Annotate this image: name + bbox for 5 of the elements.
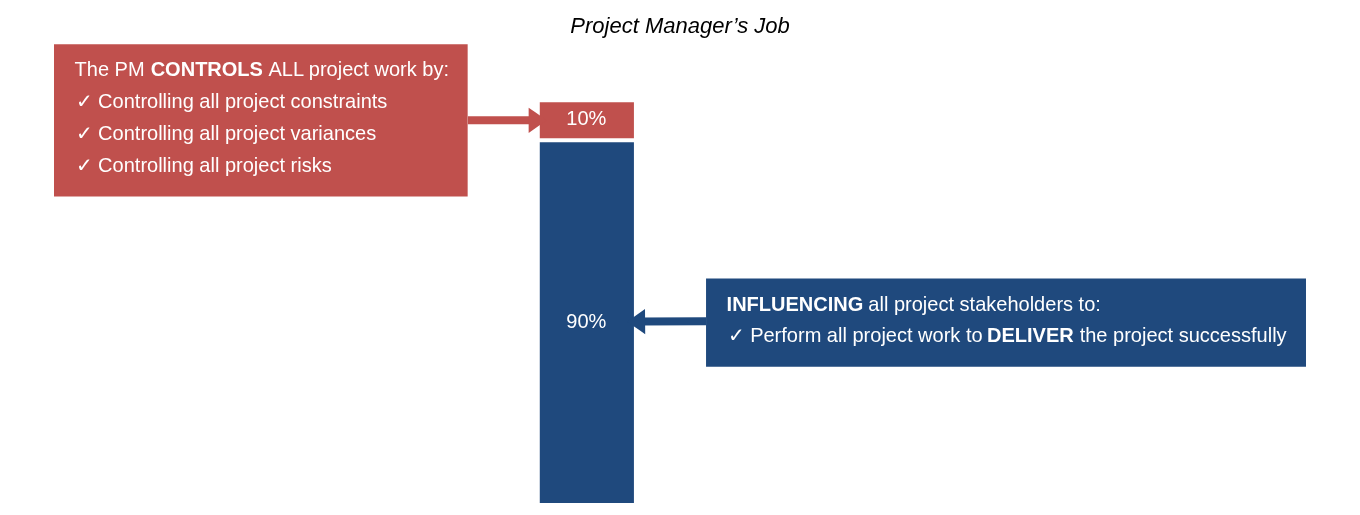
node-box: 10%	[539, 102, 634, 139]
node-box: 90%	[539, 142, 634, 503]
diagram-title: Project Manager’s Job	[570, 12, 790, 38]
node-box: The PM CONTROLS ALL project work by: ✓ Controlling all project constraints ✓ Controlling all project variances ✓ Controlling all project risks	[54, 44, 468, 197]
node-box: INFLUENCING all project stakeholders to: ✓ Perform all project work to DELIVER the project successfully	[706, 278, 1306, 367]
